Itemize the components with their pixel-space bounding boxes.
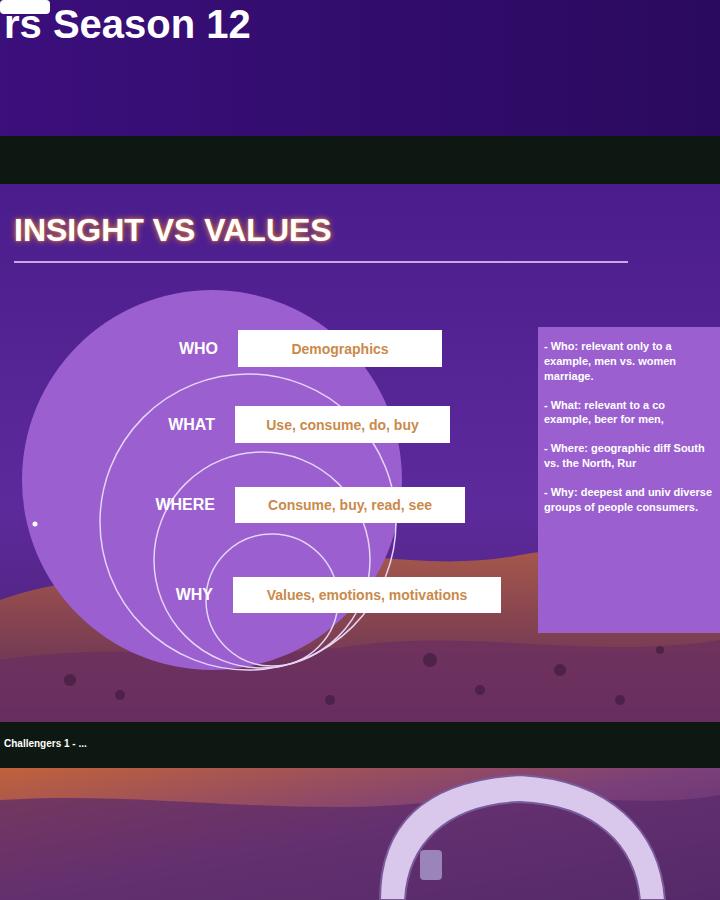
white-box: Demographics — [238, 330, 442, 367]
layer-box: WHY Values, emotions, motivations — [150, 577, 501, 613]
top-band — [0, 0, 720, 136]
box-text: Values, emotions, motivations — [267, 587, 468, 603]
helmet-ring — [380, 775, 665, 900]
slide-ground — [0, 184, 720, 722]
title-rule — [14, 261, 628, 263]
helmet-detail — [420, 850, 442, 880]
box-text: Consume, buy, read, see — [268, 497, 432, 513]
panel-note: - What: relevant to a co example, beer f… — [544, 398, 714, 428]
white-box: Values, emotions, motivations — [233, 577, 501, 613]
layer-heading: WHO — [150, 340, 238, 358]
dark-bar — [0, 136, 720, 184]
box-text: Use, consume, do, buy — [266, 417, 418, 433]
layer-box: WHO Demographics — [150, 330, 442, 367]
notes-panel: - Who: relevant only to a example, men v… — [538, 327, 720, 633]
white-box: Use, consume, do, buy — [235, 406, 450, 443]
hills-front — [0, 640, 720, 722]
header-text: rs Season 12 — [4, 2, 251, 47]
panel-note: - Who: relevant only to a example, men v… — [544, 339, 714, 384]
layer-box: WHERE Consume, buy, read, see — [150, 487, 465, 523]
layer-heading: WHAT — [150, 416, 235, 434]
panel-note: - Where: geographic diff South vs. the N… — [544, 441, 714, 471]
box-text: Demographics — [291, 341, 388, 357]
circle-three — [154, 452, 370, 668]
layer-heading: WHERE — [150, 496, 235, 514]
slide-title: INSIGHT VS VALUES — [14, 212, 332, 249]
panel-note: - Why: deepest and univ diverse groups o… — [544, 485, 714, 515]
lower-scene — [0, 768, 720, 900]
bottom-caption: Challengers 1 - ... — [4, 738, 87, 749]
outer-circle — [22, 290, 402, 670]
layer-heading: WHY — [150, 586, 233, 604]
dot — [33, 522, 38, 527]
bottom-bar — [0, 722, 720, 768]
layer-box: WHAT Use, consume, do, buy — [150, 406, 450, 443]
white-box: Consume, buy, read, see — [235, 487, 465, 523]
